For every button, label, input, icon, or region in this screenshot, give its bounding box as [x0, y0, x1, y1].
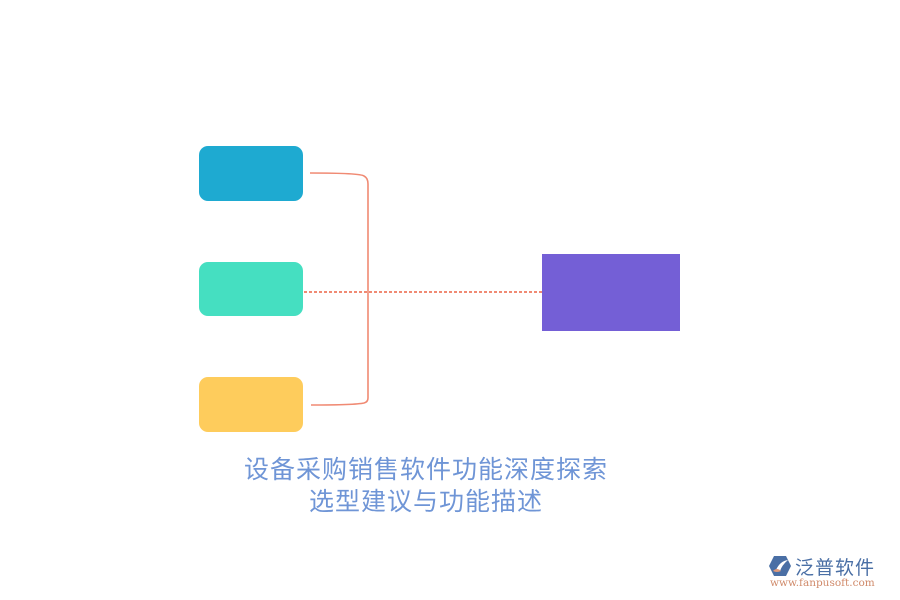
watermark-logo: 泛普软件 www.fanpusoft.com: [768, 553, 898, 593]
node-box-blue: [199, 146, 303, 201]
caption-line-1: 设备采购销售软件功能深度探索: [243, 455, 608, 484]
fanpu-logo-icon: [769, 556, 791, 576]
target-box-purple: [542, 254, 680, 331]
node-box-teal: [199, 262, 303, 316]
caption-line-2: 选型建议与功能描述: [308, 487, 543, 516]
watermark-name: 泛普软件: [795, 557, 876, 579]
node-box-yellow: [199, 377, 303, 432]
watermark-url: www.fanpusoft.com: [770, 577, 875, 589]
